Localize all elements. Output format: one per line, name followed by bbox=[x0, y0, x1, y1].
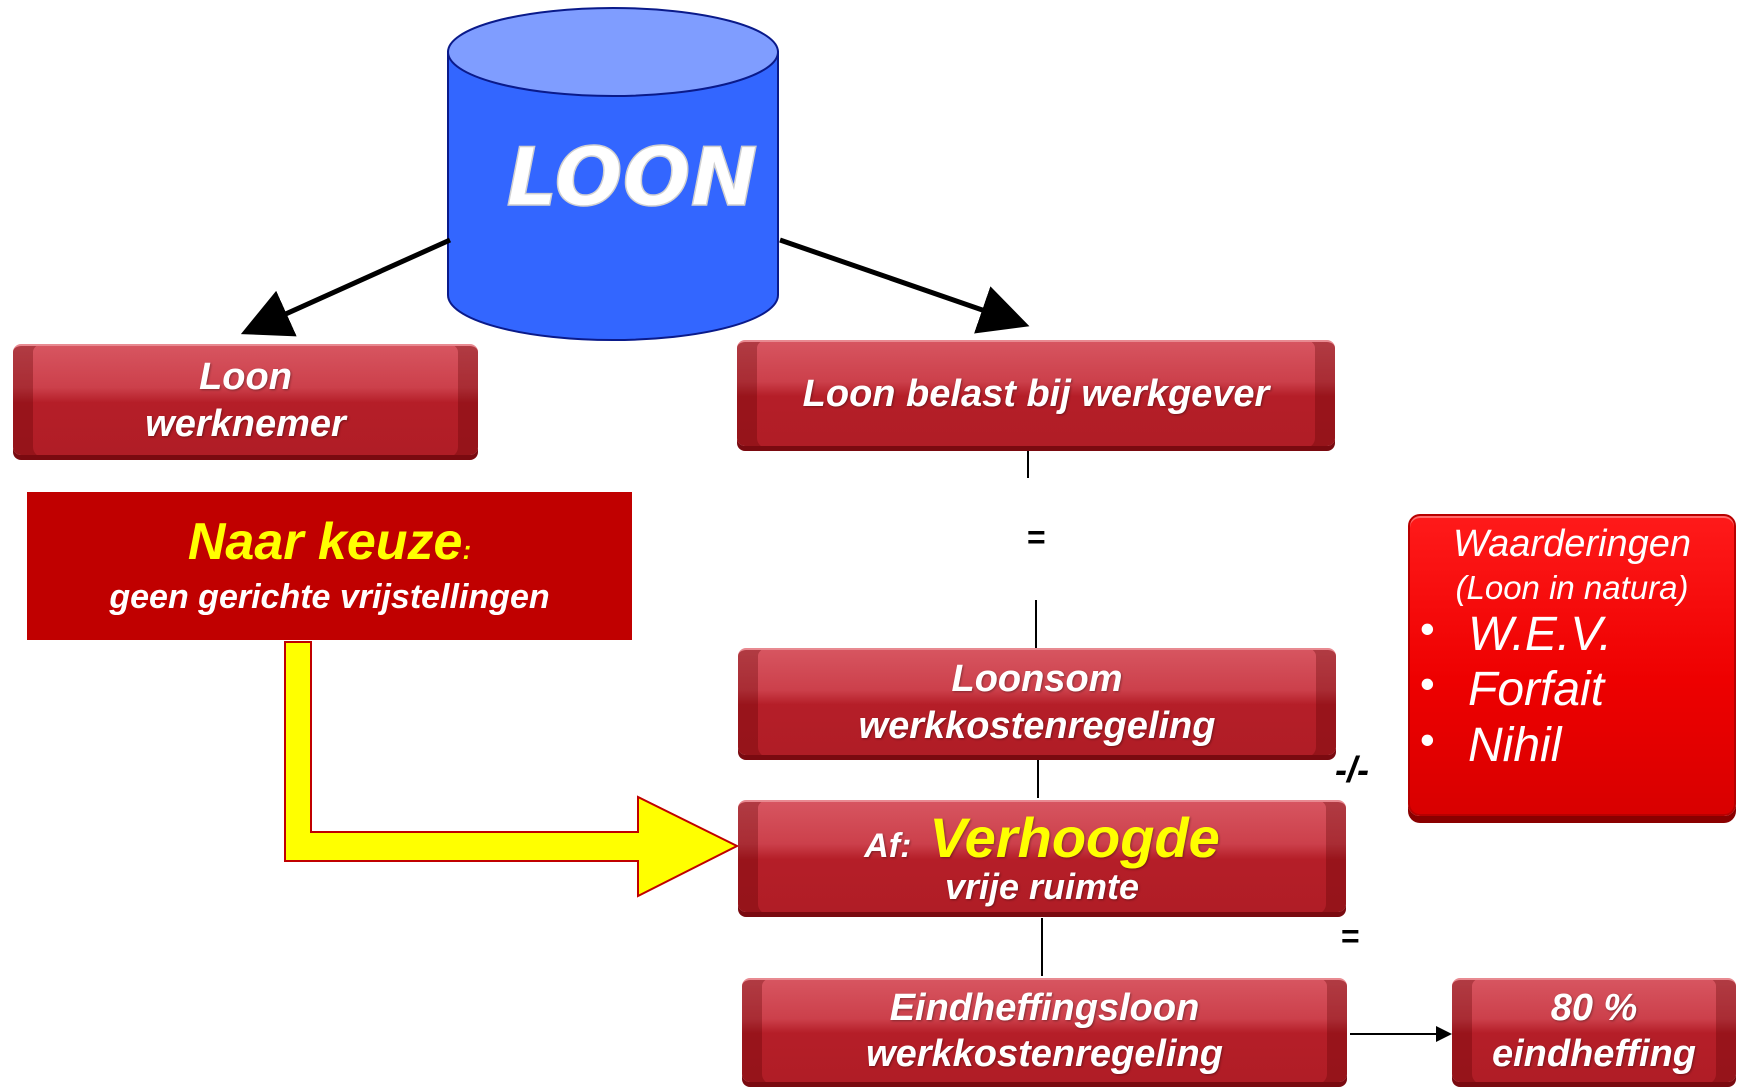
loonsom-box: Loonsom werkkostenregeling bbox=[738, 648, 1336, 755]
vrije-ruimte-prefix: Af: bbox=[864, 826, 912, 865]
loonsom-line2: werkkostenregeling bbox=[858, 704, 1216, 747]
waarderingen-box: Waarderingen (Loon in natura) W.E.V. For… bbox=[1408, 514, 1736, 816]
loon-werknemer-line1: Loon bbox=[199, 356, 292, 399]
naar-keuze-box: Naar keuze: geen gerichte vrijstellingen bbox=[27, 492, 632, 640]
vrije-ruimte-line1: Af: Verhoogde bbox=[864, 805, 1220, 869]
vrije-ruimte-big: Verhoogde bbox=[929, 805, 1220, 869]
waarderingen-item: Nihil bbox=[1410, 716, 1734, 773]
yellow-arrow bbox=[284, 641, 740, 898]
waarderingen-title: Waarderingen bbox=[1452, 523, 1691, 565]
equals-symbol-2: = bbox=[1341, 918, 1360, 954]
loon-cylinder: LOON bbox=[447, 7, 779, 341]
eindheffingsloon-line1: Eindheffingsloon bbox=[889, 986, 1200, 1029]
naar-keuze-colon: : bbox=[462, 535, 472, 566]
waarderingen-item: Forfait bbox=[1410, 660, 1734, 717]
minus-symbol: -/- bbox=[1335, 749, 1369, 790]
loon-werkgever-box: Loon belast bij werkgever bbox=[737, 340, 1335, 446]
loonsom-line1: Loonsom bbox=[951, 658, 1123, 701]
eindheffingsloon-line2: werkkostenregeling bbox=[866, 1033, 1223, 1075]
naar-keuze-title: Naar keuze: bbox=[188, 515, 471, 570]
vrije-ruimte-box: Af: Verhoogde vrije ruimte bbox=[738, 800, 1346, 912]
waarderingen-subtitle: (Loon in natura) bbox=[1455, 568, 1689, 606]
loon-werkgever-line1: Loon belast bij werkgever bbox=[802, 372, 1270, 415]
waarderingen-item: W.E.V. bbox=[1410, 605, 1734, 662]
arrow-to-loon-werkgever bbox=[779, 237, 1030, 334]
eindheffingsloon-box: Eindheffingsloon werkkostenregeling bbox=[742, 978, 1347, 1082]
equals-symbol-1: = bbox=[1027, 519, 1046, 555]
eindheffing-box: 80 % eindheffing bbox=[1452, 978, 1736, 1082]
waarderingen-list: W.E.V. Forfait Nihil bbox=[1410, 605, 1734, 773]
loon-werknemer-box: Loon werknemer bbox=[13, 344, 478, 455]
vrije-ruimte-line2: vrije ruimte bbox=[944, 865, 1140, 907]
loon-cylinder-label: LOON bbox=[506, 131, 757, 224]
naar-keuze-text: Naar keuze bbox=[187, 513, 463, 572]
eindheffing-line1: 80 % bbox=[1550, 986, 1638, 1029]
eindheffing-line2: eindheffing bbox=[1491, 1033, 1697, 1075]
arrow-to-loon-werknemer bbox=[240, 237, 452, 337]
naar-keuze-subtitle: geen gerichte vrijstellingen bbox=[109, 577, 550, 616]
loon-werknemer-line2: werknemer bbox=[145, 402, 346, 445]
